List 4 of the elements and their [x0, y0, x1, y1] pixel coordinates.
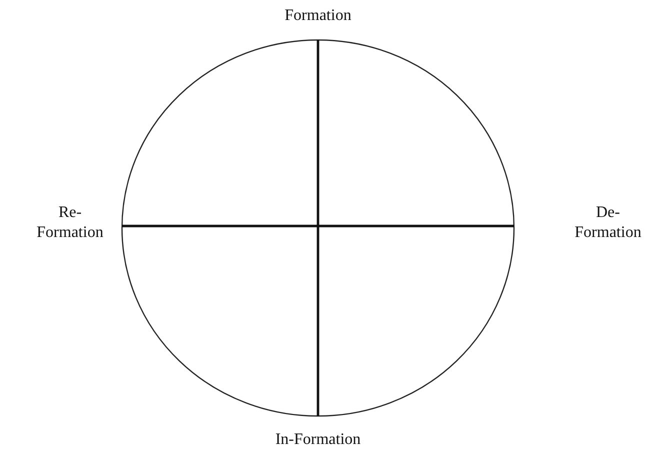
quadrant-label: De- Formation — [574, 204, 642, 241]
quadrant-label: Formation — [284, 7, 352, 24]
quadrant-label: In-Formation — [275, 431, 361, 448]
quadrant-label: Re- Formation — [36, 204, 104, 241]
